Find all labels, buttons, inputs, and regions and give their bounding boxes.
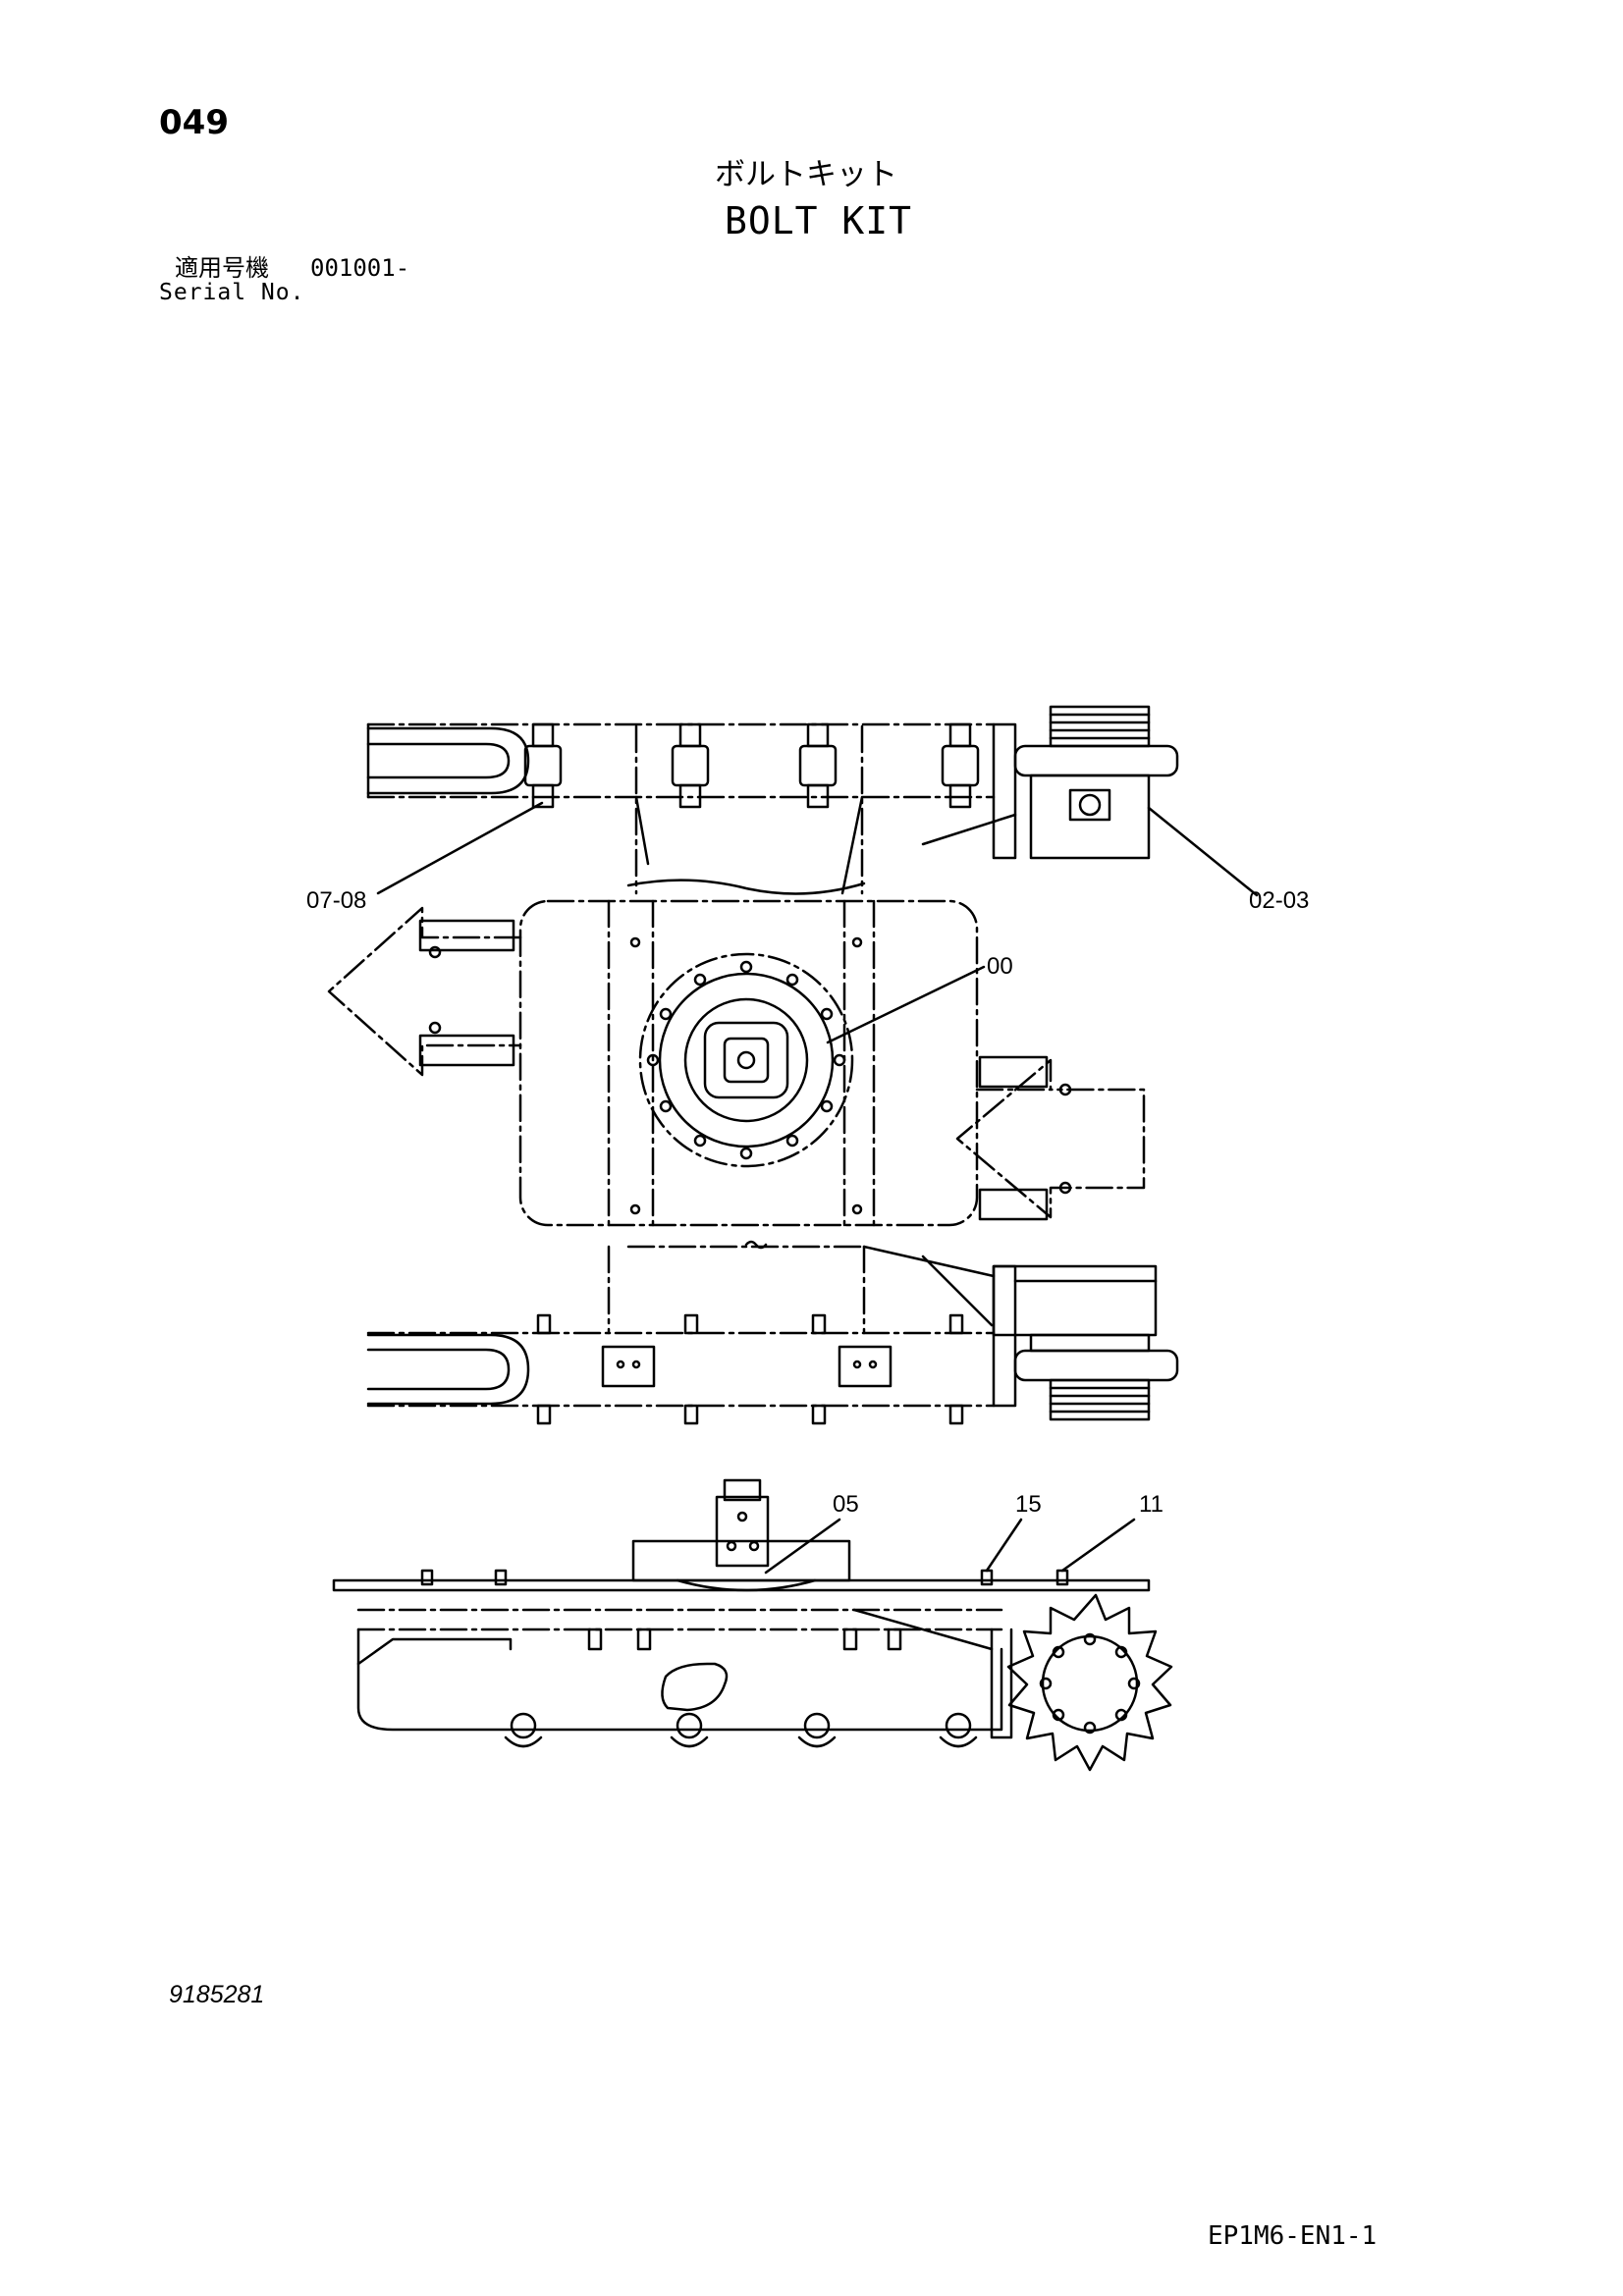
sheet-code: EP1M6-EN1-1: [1208, 2221, 1378, 2251]
track-rollers-upper: [523, 722, 980, 809]
slewing-ring: [638, 952, 854, 1168]
serial-label-japanese: 適用号機: [175, 254, 269, 282]
callout-02-03: 02-03: [1249, 887, 1309, 914]
callout-15: 15: [1015, 1491, 1042, 1518]
callout-07-08: 07-08: [306, 887, 366, 914]
serial-label-english: Serial No.: [159, 280, 305, 305]
drive-motor-upper: [921, 705, 1179, 860]
serial-value: 001001-: [310, 254, 410, 282]
side-rollers: [504, 1712, 978, 1748]
upper-track-frame: [366, 705, 1179, 895]
ring-bolts: [646, 960, 846, 1160]
callout-11: 11: [1139, 1491, 1163, 1518]
main-body: [327, 899, 1146, 1250]
center-housing: [631, 1478, 851, 1592]
callout-05: 05: [833, 1491, 859, 1518]
lower-track-frame: [366, 1245, 1179, 1425]
sprocket: [1006, 1593, 1173, 1772]
top-view: [327, 705, 1259, 1425]
bolts-lower-frame: [536, 1313, 964, 1425]
leader-lines-top: [376, 801, 1259, 1044]
drive-motor-lower: [992, 1264, 1179, 1421]
title-japanese: ボルトキット: [715, 157, 897, 192]
callout-labels: 07-08 02-03 00 05 15 11: [306, 887, 1309, 1518]
drawing-number: 9185281: [169, 1981, 265, 2008]
side-view: [332, 1478, 1173, 1772]
leader-lines-side: [764, 1518, 1136, 1575]
title-english: BOLT KIT: [725, 199, 913, 242]
page-number: 049: [159, 103, 229, 142]
callout-00: 00: [987, 953, 1013, 980]
